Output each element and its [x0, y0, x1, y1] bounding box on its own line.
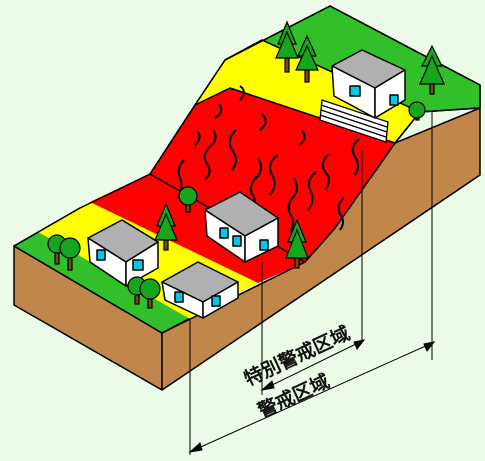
tree-icon [295, 34, 319, 83]
crack-14 [239, 85, 245, 101]
tree-icon [59, 237, 81, 271]
crack-12 [259, 113, 267, 131]
tree-icon [408, 101, 426, 121]
top-outline [13, 5, 481, 247]
window [174, 291, 184, 303]
house-lower-front [161, 261, 239, 319]
window [96, 249, 106, 261]
retaining-wall [319, 99, 389, 143]
window [349, 85, 361, 97]
special-zone-arrow [265, 341, 361, 389]
window [219, 227, 229, 239]
crack-10 [351, 138, 360, 176]
window [211, 295, 221, 307]
crack-5 [269, 154, 279, 196]
slope-edge [161, 107, 481, 334]
crack-11 [214, 103, 223, 119]
house-upper [331, 49, 406, 119]
crack-6 [287, 177, 298, 233]
crack-13 [299, 130, 306, 146]
crack-3 [228, 129, 237, 171]
tree-icon [275, 20, 299, 73]
window [132, 259, 144, 271]
crack-9 [337, 197, 345, 231]
tree-icon [178, 186, 198, 213]
crack-2 [203, 129, 217, 181]
tree-icon [139, 278, 161, 309]
house-middle [204, 191, 279, 263]
window [259, 239, 269, 251]
tree-icon [285, 218, 309, 269]
crack-8 [321, 153, 330, 191]
tree-icon [419, 44, 445, 95]
special-warning-zone-label: 特別警戒区域 [240, 322, 353, 391]
house-lower-left [87, 219, 159, 287]
window [232, 235, 242, 247]
warning-zone-arrow [193, 343, 431, 451]
crack-15 [194, 130, 201, 146]
tree-icon [154, 202, 178, 251]
window [389, 94, 399, 106]
crack-7 [307, 171, 317, 211]
trees [47, 20, 445, 309]
dimension-lines [188, 112, 436, 455]
houses [87, 49, 406, 319]
